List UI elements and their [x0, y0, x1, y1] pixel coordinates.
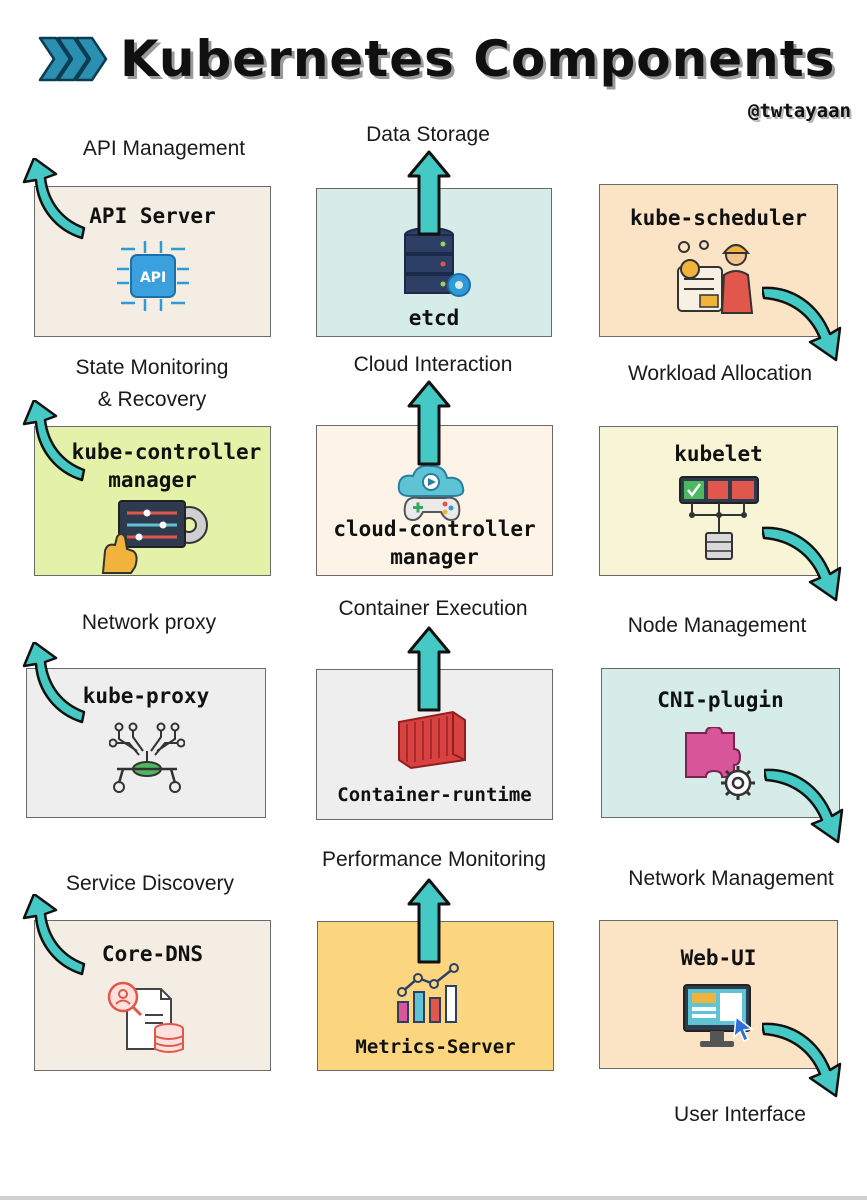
api-chip-label: API: [140, 270, 166, 286]
kube-controller-manager-role-line1: State Monitoring: [75, 356, 229, 379]
core-dns-role: Service Discovery: [65, 872, 235, 895]
footer-divider: [0, 1196, 867, 1200]
web-monitor-icon: [683, 984, 754, 1047]
core-dns-name: Core-DNS: [101, 942, 204, 966]
kube-controller-manager-card: kube-controller manager: [34, 426, 271, 576]
kube-scheduler-card: kube-scheduler: [599, 184, 838, 337]
api-server-card: API Server API: [34, 186, 271, 337]
curved-arrow-api-server: [22, 158, 86, 240]
curved-arrow-cni-plugin: [764, 768, 844, 844]
api-chip-icon: API: [117, 241, 189, 311]
curved-arrow-kube-proxy: [22, 642, 86, 724]
puzzle-gear-icon: [685, 727, 755, 800]
page-title: Kubernetes Components: [120, 30, 836, 88]
curved-arrow-kube-scheduler: [762, 286, 842, 362]
kube-controller-manager-role-line2: & Recovery: [97, 388, 207, 411]
curved-arrow-kubelet: [762, 526, 842, 602]
up-arrow-etcd: [407, 150, 451, 236]
container-runtime-role: Container Execution: [338, 597, 528, 620]
container-runtime-name: Container-runtime: [337, 784, 532, 806]
curved-arrow-kube-controller-manager: [22, 400, 86, 482]
kubelet-name: kubelet: [674, 442, 763, 466]
cloud-controller-manager-name-line1: cloud-controller: [333, 517, 536, 541]
etcd-role: Data Storage: [366, 123, 490, 146]
metrics-server-role: Performance Monitoring: [321, 848, 547, 871]
kube-scheduler-role: Workload Allocation: [627, 362, 813, 385]
chevrons-icon: [38, 36, 108, 82]
cni-plugin-name: CNI-plugin: [657, 688, 784, 712]
kube-proxy-role: Network proxy: [81, 611, 217, 634]
scheduler-worker-icon: [677, 240, 754, 314]
kube-proxy-name: kube-proxy: [82, 684, 210, 708]
control-panel-icon: [101, 500, 208, 574]
kube-controller-manager-name-line2: manager: [108, 468, 197, 492]
kubelet-card: kubelet: [599, 426, 838, 576]
cni-plugin-role: Network Management: [628, 867, 834, 890]
shipping-container-icon: [398, 710, 466, 770]
api-server-role: API Management: [82, 137, 246, 160]
metrics-server-name: Metrics-Server: [355, 1036, 516, 1058]
analytics-chart-icon: [397, 963, 459, 1023]
up-arrow-container-runtime: [407, 626, 451, 712]
cloud-controller-manager-role: Cloud Interaction: [353, 353, 513, 376]
author-handle: @twtayaan: [748, 100, 851, 122]
web-ui-role: User Interface: [674, 1103, 806, 1126]
etcd-name: etcd: [408, 306, 460, 330]
up-arrow-cloud-controller-manager: [407, 380, 451, 466]
curved-arrow-web-ui: [762, 1022, 842, 1098]
kube-scheduler-name: kube-scheduler: [629, 206, 807, 230]
drone-network-icon: [109, 722, 185, 793]
cloud-controller-manager-name-line2: manager: [390, 545, 479, 569]
dns-search-icon: [107, 981, 184, 1053]
database-server-icon: [404, 227, 471, 297]
web-ui-name: Web-UI: [680, 946, 757, 970]
cloud-gamepad-icon: [397, 464, 465, 522]
kubelet-role: Node Management: [627, 614, 807, 637]
up-arrow-metrics-server: [407, 878, 451, 964]
curved-arrow-core-dns: [22, 894, 86, 976]
node-monitor-icon: [679, 476, 759, 560]
api-server-name: API Server: [89, 204, 216, 228]
kube-proxy-card: kube-proxy: [26, 668, 266, 818]
core-dns-card: Core-DNS: [34, 920, 271, 1071]
header: Kubernetes Components: [38, 24, 835, 94]
kube-controller-manager-name-line1: kube-controller: [71, 440, 262, 464]
